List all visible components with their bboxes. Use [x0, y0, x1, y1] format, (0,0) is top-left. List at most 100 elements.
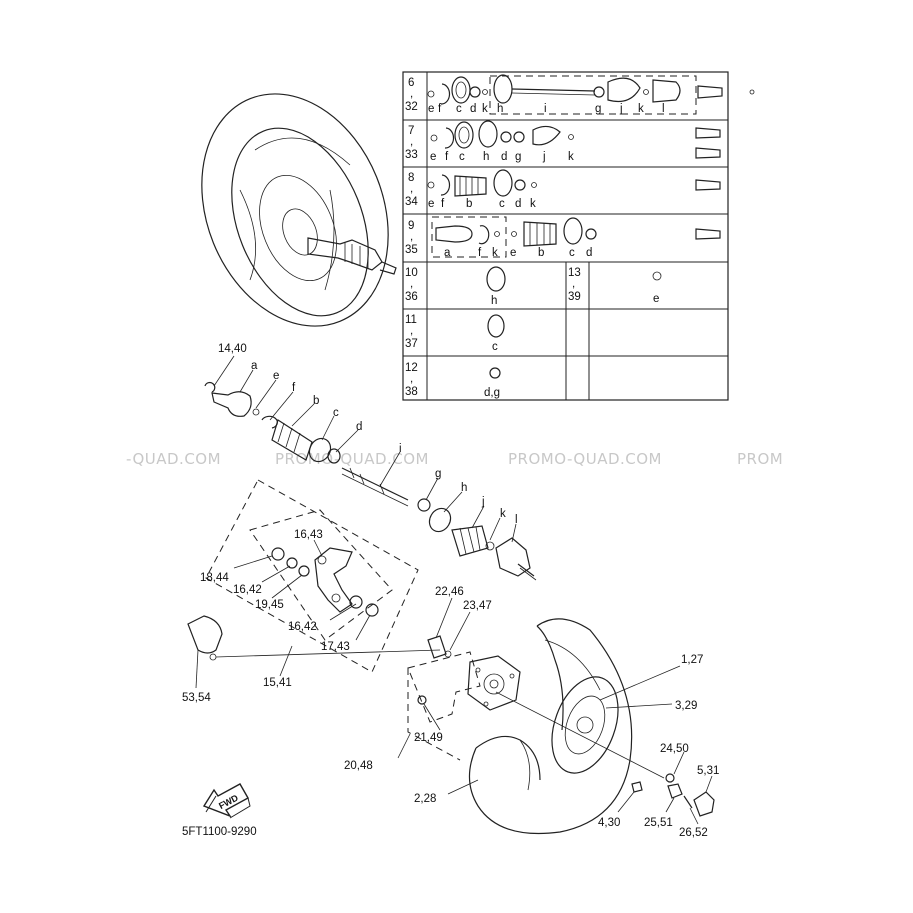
- knuckle-assembly: [187, 479, 452, 673]
- kit-item-label: c: [492, 341, 498, 353]
- callout-c: c: [333, 407, 339, 419]
- kit-row-8-34: 8 , 34: [405, 172, 418, 208]
- kit-item-label: c: [569, 247, 575, 259]
- callout-e: e: [273, 370, 279, 382]
- row-number-sep: ,: [410, 373, 413, 385]
- row-number-bottom: 36: [405, 291, 418, 303]
- kit-row-6-parts: e f c d k h i g j k l: [427, 74, 755, 115]
- kit-item-label: d: [501, 151, 507, 163]
- kit-item-label: c: [459, 151, 465, 163]
- callout-g: g: [435, 468, 441, 480]
- kit-row-10-36: 10 , 36: [405, 267, 418, 303]
- watermark-text-1: -QUAD.COM: [126, 450, 221, 468]
- row-number-top: 12: [405, 362, 418, 374]
- kit-item-label: c: [499, 198, 505, 210]
- callout-2-28: 2,28: [414, 793, 436, 805]
- drive-shaft-assembly: [204, 382, 537, 581]
- kit-item-label: k: [568, 151, 574, 163]
- row-number-bottom: 38: [405, 386, 418, 398]
- kit-item-label: i: [544, 103, 547, 115]
- kit-item-label: f: [445, 151, 449, 163]
- kit-item-label: b: [538, 247, 544, 259]
- kit-item-label: f: [441, 198, 445, 210]
- callout-16-42-lower: 16,42: [288, 621, 317, 633]
- callout-15-41: 15,41: [263, 677, 292, 689]
- kit-table: 6 , 32 7 , 33 8 , 34 9 , 35 10 , 36 11 ,…: [402, 71, 755, 401]
- row-number-sep: ,: [410, 136, 413, 148]
- callout-1-27: 1,27: [681, 654, 703, 666]
- row-number-sep: ,: [410, 231, 413, 243]
- kit-item-label: d: [515, 198, 521, 210]
- kit-item-label: d: [586, 247, 592, 259]
- kit-item-label: k: [492, 247, 498, 259]
- callout-53-54: 53,54: [182, 692, 211, 704]
- callout-4-30: 4,30: [598, 817, 620, 829]
- kit-item-label: d,g: [484, 387, 500, 399]
- kit-item-label: e: [428, 103, 434, 115]
- callout-j: j: [481, 496, 485, 508]
- watermark-text-4: PROM: [737, 450, 783, 468]
- row-number-bottom: 35: [405, 244, 418, 256]
- kit-item-label: f: [438, 103, 442, 115]
- diagram-code: 5FT1100-9290: [182, 826, 257, 838]
- callout-14-40: 14,40: [218, 343, 247, 355]
- kit-row-13-parts: e: [652, 271, 662, 305]
- kit-item-label: e: [653, 293, 659, 305]
- row-number-sep: ,: [410, 325, 413, 337]
- front-wheel: [468, 618, 715, 835]
- row-number-bottom: 39: [568, 291, 581, 303]
- watermark-text-3: PROMO-QUAD.COM: [508, 450, 662, 468]
- row-number-top: 6: [408, 77, 414, 89]
- kit-item-label: a: [444, 247, 451, 259]
- kit-row-11-parts: c: [487, 314, 505, 353]
- callout-16-42-upper: 16,42: [233, 584, 262, 596]
- kit-row-9-parts: a f k e b c d: [431, 216, 721, 259]
- callout-26-52: 26,52: [679, 827, 708, 839]
- kit-row-9-35: 9 , 35: [405, 220, 418, 256]
- callout-22-46: 22,46: [435, 586, 464, 598]
- kit-row-7-parts: e f c h d g j k: [430, 120, 721, 163]
- row-number-bottom: 32: [405, 101, 418, 113]
- callout-l: l: [515, 514, 518, 526]
- row-number-sep: ,: [410, 183, 413, 195]
- callout-h: h: [461, 482, 467, 494]
- row-number-bottom: 34: [405, 196, 418, 208]
- kit-row-6-32: 6 , 32: [405, 77, 418, 113]
- kit-item-label: c: [456, 103, 462, 115]
- row-number-top: 10: [405, 267, 418, 279]
- kit-item-label: e: [510, 247, 516, 259]
- kit-row-11-37: 11 , 37: [405, 314, 418, 350]
- kit-item-label: j: [619, 103, 623, 115]
- kit-item-label: h: [491, 295, 497, 307]
- row-number-bottom: 37: [405, 338, 418, 350]
- kit-item-label: k: [638, 103, 644, 115]
- kit-item-label: e: [428, 198, 434, 210]
- row-number-top: 11: [405, 314, 417, 326]
- kit-row-7-33: 7 , 33: [405, 125, 418, 161]
- callout-k: k: [500, 508, 506, 520]
- callout-23-47: 23,47: [463, 600, 492, 612]
- callout-19-45: 19,45: [255, 599, 284, 611]
- kit-row-12-38: 12 , 38: [405, 362, 418, 398]
- kit-item-label: g: [595, 103, 601, 115]
- fwd-arrow-icon: FWD: [202, 783, 251, 819]
- row-number-top: 13: [568, 267, 581, 279]
- kit-item-label: d: [470, 103, 476, 115]
- callout-18-44: 18,44: [200, 572, 229, 584]
- callout-16-43: 16,43: [294, 529, 323, 541]
- kit-item-label: j: [542, 151, 546, 163]
- watermark: -QUAD.COM PROMO-QUAD.COM PROMO-QUAD.COM …: [126, 450, 783, 468]
- kit-item-label: h: [497, 103, 503, 115]
- callout-17-43: 17,43: [321, 641, 350, 653]
- row-number-top: 9: [408, 220, 414, 232]
- callout-a: a: [251, 360, 258, 372]
- callout-24-50: 24,50: [660, 743, 689, 755]
- kit-row-13-39: 13 , 39: [568, 267, 581, 303]
- kit-row-8-parts: e f b c d k: [427, 169, 721, 210]
- callout-labels: 14,40 a e f b c d i g h j k l 16,43 18,4…: [182, 343, 719, 839]
- kit-row-10-parts: h: [486, 266, 506, 307]
- callout-21-49: 21,49: [414, 732, 443, 744]
- kit-item-label: h: [483, 151, 489, 163]
- kit-item-label: e: [430, 151, 436, 163]
